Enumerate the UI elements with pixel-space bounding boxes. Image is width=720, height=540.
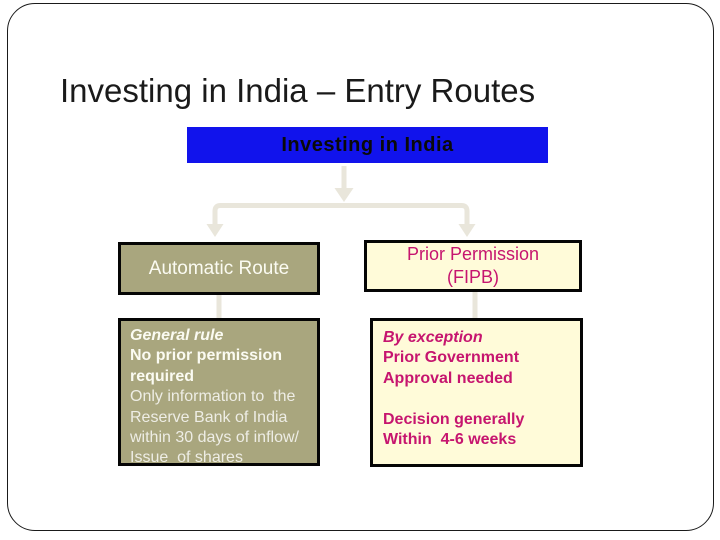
node-prior-permission: Prior Permission (FIPB) [364, 240, 582, 292]
node-automatic-route-label: Automatic Route [148, 257, 290, 279]
node-automatic-route: Automatic Route [118, 242, 320, 295]
general-rule-line: No prior permission [130, 347, 283, 365]
arrow-branch-line [212, 203, 470, 226]
arrow-root-head [334, 188, 354, 202]
rbi-info-line: Issue of shares [130, 449, 243, 467]
rbi-info-line: Reserve Bank of India [130, 408, 288, 426]
decision-line: Decision generally [383, 410, 525, 428]
decision-line: Within 4-6 weeks [383, 431, 517, 449]
blank-spacer [383, 389, 574, 409]
approval-line: Approval needed [383, 369, 513, 387]
node-investing-in-india: Investing in India [187, 127, 548, 163]
general-rule-line: required [130, 367, 195, 385]
by-exception-heading: By exception [383, 329, 483, 346]
approval-line: Prior Government [383, 349, 520, 367]
general-rule-heading: General rule [130, 327, 224, 344]
slide-border [7, 3, 714, 531]
arrow-left-head [206, 224, 224, 237]
node-prior-permission-line2: (FIPB) [447, 267, 499, 287]
node-automatic-route-detail: General rule No prior permission require… [118, 318, 320, 466]
rbi-info-line: within 30 days of inflow/ [130, 429, 299, 447]
slide-title: Investing in India – Entry Routes [60, 72, 536, 109]
node-prior-permission-line1: Prior Permission [406, 244, 540, 264]
rbi-info-line: Only information to the [130, 388, 296, 406]
node-investing-in-india-label: Investing in India [281, 133, 454, 156]
node-prior-permission-detail: By exception Prior Government Approval n… [370, 318, 583, 467]
arrow-right-head [458, 224, 476, 237]
